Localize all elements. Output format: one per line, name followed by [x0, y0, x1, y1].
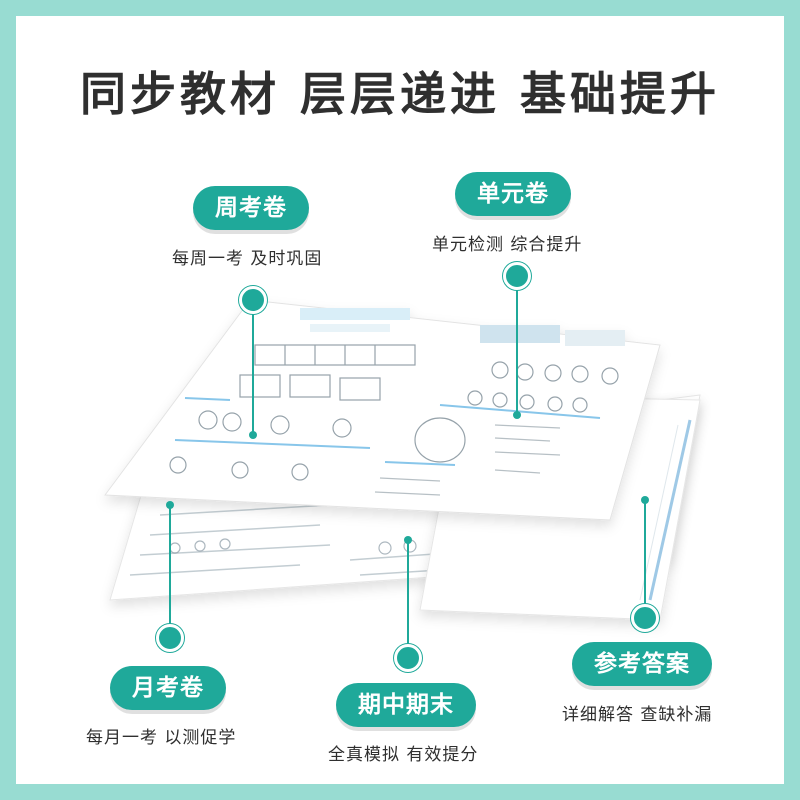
midterm-final-caption: 全真模拟 有效提分: [328, 745, 479, 765]
answer-key-caption: 详细解答 查缺补漏: [562, 705, 713, 725]
unit-exam-caption: 单元检测 综合提升: [432, 235, 583, 255]
front-sheet: [104, 299, 661, 521]
answers-anchor-dot: [631, 604, 659, 632]
weekly-exam-caption: 每周一考 及时巩固: [172, 249, 323, 269]
unit-exam-badge: 单元卷: [455, 172, 571, 216]
midterm-final-badge: 期中期末: [336, 683, 476, 727]
weekly-exam-badge: 周考卷: [193, 186, 309, 230]
connector-end-dots: [166, 411, 649, 544]
page-headline: 同步教材 层层递进 基础提升: [79, 67, 721, 121]
connector-lines: [169, 276, 646, 655]
monthly-anchor-dot: [156, 624, 184, 652]
monthly-exam-caption: 每月一考 以测促学: [86, 728, 237, 748]
monthly-exam-badge: 月考卷: [110, 666, 226, 710]
weekly-anchor-dot: [239, 286, 267, 314]
midfinal-anchor-dot: [394, 644, 422, 672]
answer-key-badge: 参考答案: [572, 642, 712, 686]
unit-anchor-dot: [503, 262, 531, 290]
